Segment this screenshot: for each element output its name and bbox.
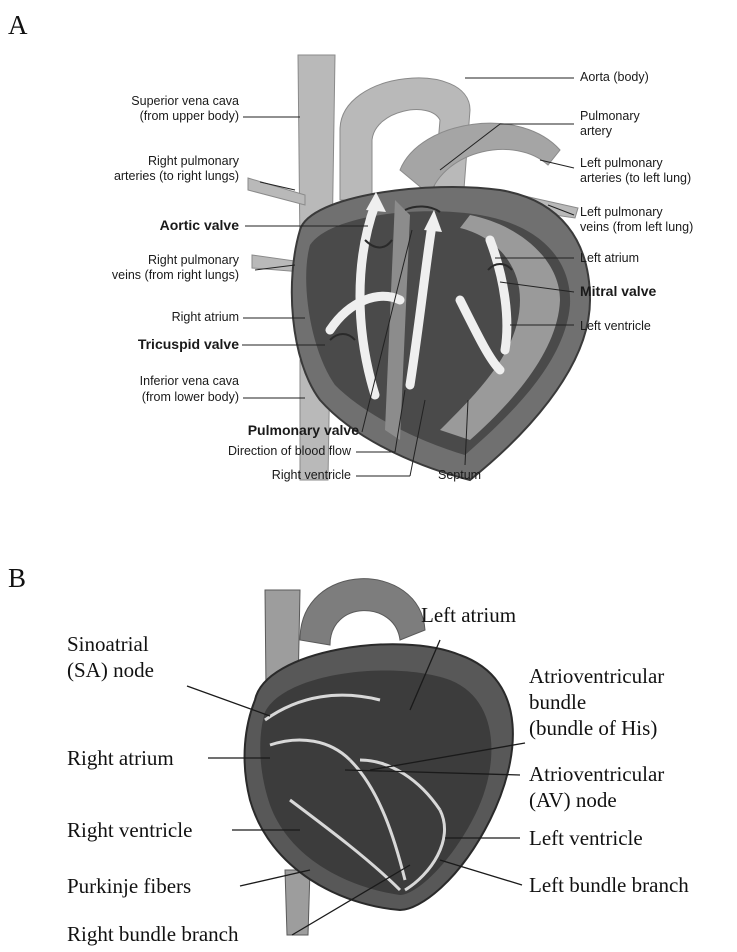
label-av-node-1: Atrioventricular: [529, 762, 664, 786]
label-av-node-2: (AV) node: [529, 788, 617, 812]
label-av-bundle-1: Atrioventricular: [529, 664, 664, 688]
label-right-atrium-b: Right atrium: [67, 746, 174, 770]
label-purkinje-fibers: Purkinje fibers: [67, 874, 191, 898]
label-sa-node-2: (SA) node: [67, 658, 154, 682]
label-av-bundle-2: bundle: [529, 690, 586, 714]
label-right-ventricle-b: Right ventricle: [67, 818, 192, 842]
label-left-bundle-branch: Left bundle branch: [529, 873, 689, 897]
label-av-bundle-3: (bundle of His): [529, 716, 657, 740]
label-sa-node-1: Sinoatrial: [67, 632, 149, 656]
label-right-bundle-branch: Right bundle branch: [67, 922, 238, 946]
label-left-ventricle-b: Left ventricle: [529, 826, 643, 850]
label-left-atrium-b: Left atrium: [421, 603, 516, 627]
